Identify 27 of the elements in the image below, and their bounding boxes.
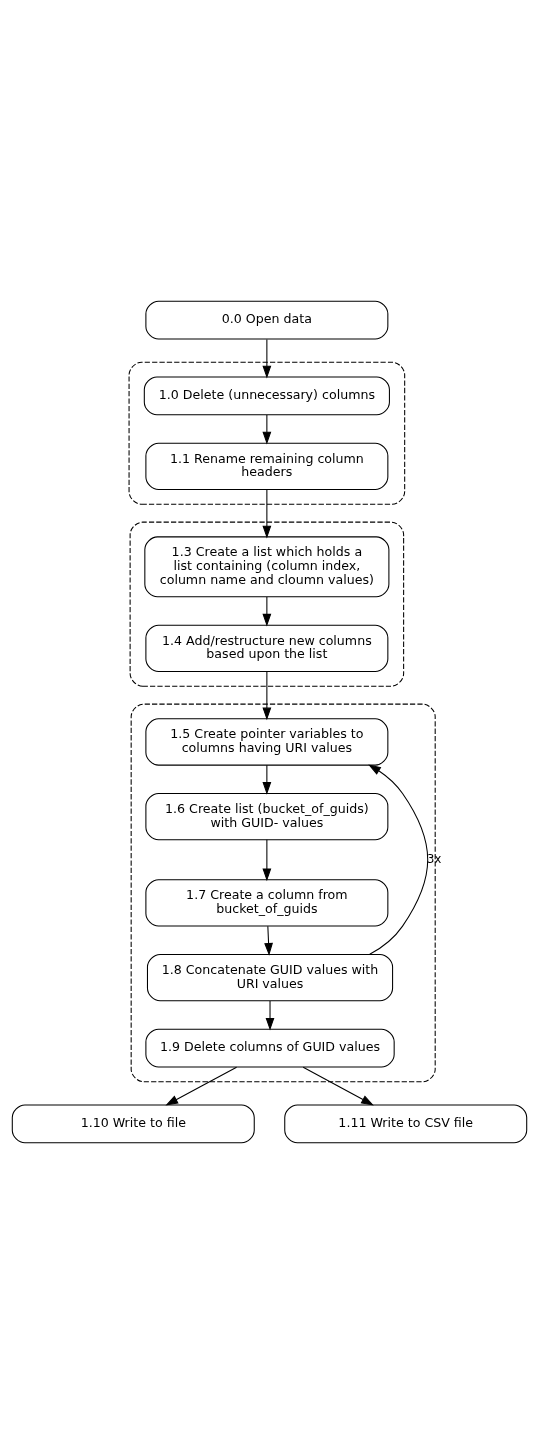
arrow — [262, 838, 272, 881]
arrow — [262, 764, 272, 795]
arrow — [262, 413, 272, 444]
arrow — [302, 1066, 374, 1105]
cluster — [128, 361, 406, 505]
arrow — [264, 925, 273, 956]
arrow — [368, 763, 429, 955]
node-box: 1.8 Concatenate GUID values with URI values — [146, 953, 394, 1001]
cluster — [129, 521, 405, 687]
node-box: 1.3 Create a list which holds a list containing (column index, column name and cloumn values) — [144, 535, 390, 597]
node-box: 1.0 Delete (unnecessary) columns — [143, 375, 390, 415]
node-box: 0.0 Open data — [145, 300, 389, 340]
node-box: 1.4 Add/restructure new columns based upon the list — [145, 624, 389, 672]
node-box: 1.9 Delete columns of GUID values — [145, 1028, 395, 1068]
node-box: 1.1 Rename remaining column headers — [145, 442, 389, 490]
arrow — [262, 338, 272, 378]
arrow — [262, 488, 272, 538]
node-box: 1.11 Write to CSV file — [284, 1103, 528, 1143]
node-box: 1.5 Create pointer variables to columns having URI values — [145, 717, 389, 766]
node-box: 1.10 Write to file — [11, 1103, 255, 1143]
node-box: 1.6 Create list (bucket_of_guids) with GUID- values — [145, 792, 389, 840]
arrow — [165, 1066, 238, 1105]
node-box: 1.7 Create a column from bucket_of_guids — [145, 878, 389, 927]
edge-label: 3x — [427, 851, 442, 866]
arrow — [265, 1000, 275, 1031]
arrow — [262, 595, 272, 626]
arrow — [262, 670, 272, 720]
